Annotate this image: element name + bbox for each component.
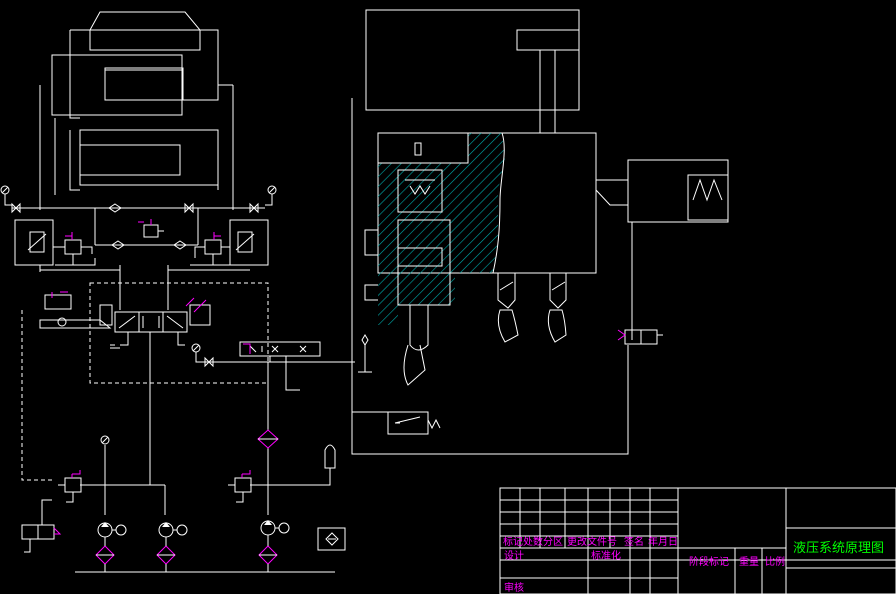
drawing-title: 液压系统原理图	[793, 541, 884, 556]
mid-gauge-line	[191, 341, 355, 391]
scale-label: 比例	[765, 555, 785, 568]
pump-units	[75, 520, 346, 573]
header-mark: 标记	[503, 536, 523, 548]
distribution-line	[11, 202, 265, 250]
directional-valve	[39, 291, 211, 349]
pressure-gauges-top	[0, 185, 277, 206]
header-count: 处数	[523, 535, 543, 548]
left-valve-block	[14, 219, 96, 266]
header-signature: 签名	[624, 535, 644, 548]
machine-body	[351, 9, 629, 455]
header-change-doc: 更改文件号	[567, 535, 617, 548]
review-label: 审核	[504, 581, 524, 594]
relief-valves	[58, 470, 252, 503]
design-label: 设计	[504, 549, 524, 562]
feed-lines	[21, 265, 269, 481]
title-block: 标记 处数 分区 更改文件号 签名 年月日 设计 标准化 审核 阶段标记 重量 …	[499, 487, 896, 594]
solenoid-valve-right	[617, 329, 663, 345]
standardize-label: 标准化	[591, 549, 621, 562]
limit-switch-area	[352, 334, 441, 435]
right-valve-block	[190, 219, 269, 266]
feed-cylinder	[595, 159, 729, 340]
clamp-cylinders	[39, 11, 234, 210]
stage-mark-label: 阶段标记	[689, 555, 729, 568]
unloading-valve	[21, 499, 62, 553]
header-zone: 分区	[543, 536, 563, 548]
pump-lines	[80, 332, 336, 515]
weight-label: 重量	[739, 555, 759, 568]
header-date: 年月日	[648, 535, 678, 548]
